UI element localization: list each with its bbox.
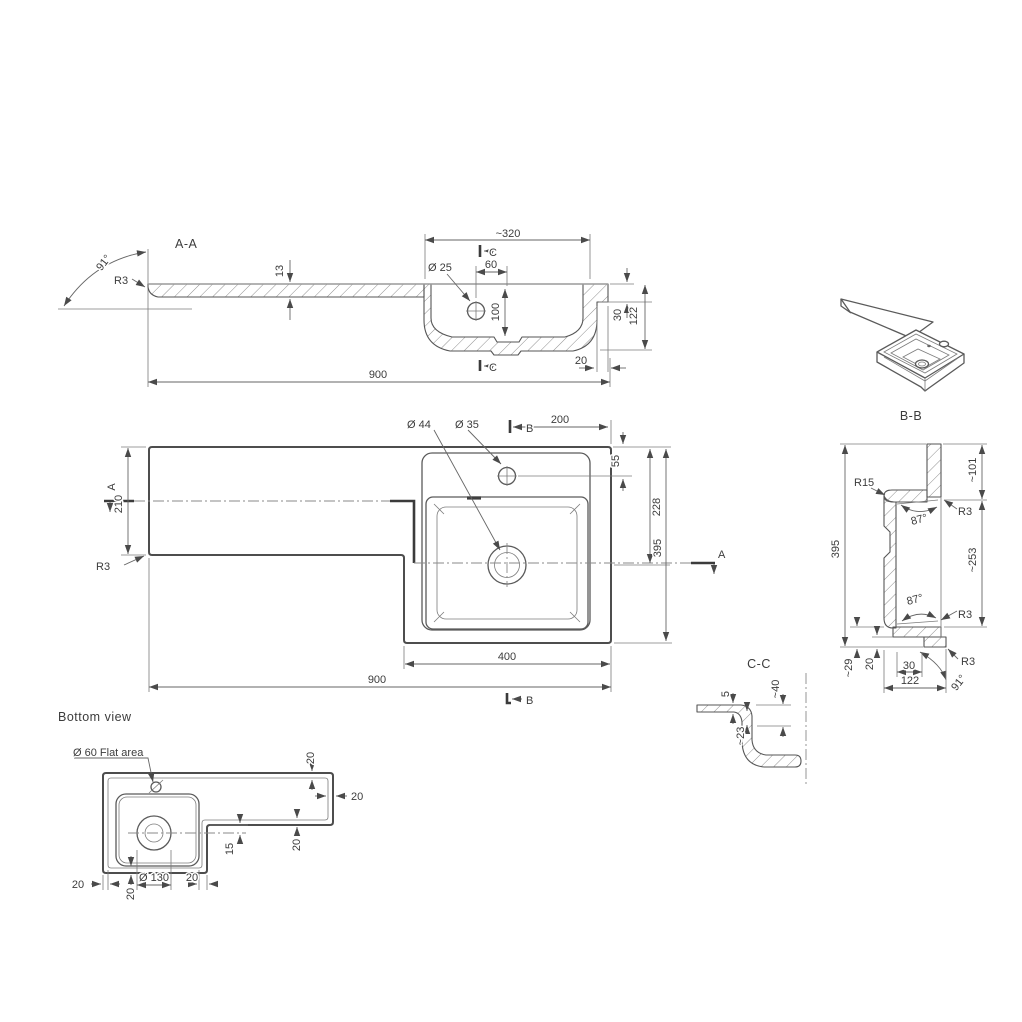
cc-dim-5: 5 [720, 691, 732, 697]
bb-r3-mid-leader [940, 610, 958, 621]
plan-marker-b-bottom: B [526, 695, 533, 707]
bb-87-top-arc [900, 504, 938, 515]
cc-dim-23: ~23 [735, 727, 747, 746]
plan-dim-210: 210 [113, 495, 125, 513]
bb-apron-hatch [923, 636, 947, 648]
bottom-basin-boss [115, 793, 200, 867]
bottom-dim-20-left: 20 [72, 879, 84, 891]
plan-marker-a-left: A [106, 483, 118, 491]
aa-dim-320: ~320 [496, 228, 521, 240]
bb-dim-253: ~253 [967, 548, 979, 573]
bb-r15: R15 [854, 477, 874, 489]
aa-marker-c-bottom: C [489, 362, 497, 374]
plan-dim-228: 228 [651, 498, 663, 516]
plan-marker-a-right: A [718, 549, 726, 561]
plan-dim-900: 900 [368, 674, 386, 686]
bottom-dim-20-right: 20 [351, 791, 363, 803]
bb-dim-20: 20 [864, 658, 876, 670]
cc-profile-hatch [696, 704, 802, 768]
bb-rear-rim-hatch [926, 443, 942, 498]
aa-dim-100: 100 [490, 303, 502, 321]
iso-overflow-hole [927, 344, 931, 348]
aa-dim-60: 60 [485, 259, 497, 271]
bottom-view-title: Bottom view [58, 710, 132, 724]
bb-angle-87-top: 87° [910, 512, 929, 528]
bottom-dim-20-basin: 20 [186, 872, 198, 884]
plan-d44-leader [433, 429, 501, 551]
plan-marker-b-top: B [526, 423, 533, 435]
bottom-flat-leader [74, 757, 155, 783]
bb-angle-91: 91° [949, 673, 969, 694]
bottom-dim-20-below: 20 [125, 888, 137, 900]
aa-dim-d25: Ø 25 [428, 262, 452, 274]
aa-basin-hatch [423, 283, 609, 356]
cc-view-label: C-C [747, 657, 771, 671]
aa-dim-30: 30 [612, 309, 624, 321]
bb-angle-87-bottom: 87° [905, 592, 924, 608]
bb-deck-hatch [883, 489, 928, 503]
bottom-dim-20-top: 20 [305, 752, 317, 764]
aa-angle-arc [63, 250, 147, 307]
aa-dim-20: 20 [575, 355, 587, 367]
aa-angle-91: 91° [94, 253, 114, 274]
cc-dim-40: ~40 [770, 680, 782, 699]
section-cc-view: C-C 5 ~40 ~23 [696, 656, 807, 786]
bb-dim-395: 395 [830, 540, 842, 558]
aa-dim-900: 900 [369, 369, 387, 381]
plan-dim-d44: Ø 44 [407, 419, 431, 431]
aa-view-label: A-A [175, 237, 198, 251]
aa-r3: R3 [114, 275, 128, 287]
bb-wall-hatch [883, 495, 897, 629]
plan-outline [148, 446, 612, 644]
bb-dim-30: 30 [903, 660, 915, 672]
bb-r3-mid: R3 [958, 609, 972, 621]
aa-slab-hatch [147, 283, 425, 298]
bb-dim-29: ~29 [843, 659, 855, 678]
bb-dim-101: ~101 [967, 458, 979, 483]
section-bb-view: 395 R15 ~101 R3 87° ~253 87° R3 ~29 20 3… [829, 443, 987, 695]
aa-dim-13: 13 [274, 265, 286, 277]
section-aa-view: A-A 91° R3 13 ~320 C Ø 25 60 100 30 122 … [58, 227, 652, 387]
bottom-inner-offset [107, 777, 329, 869]
bb-dim-122: 122 [901, 675, 919, 687]
plan-dim-d35: Ø 35 [455, 419, 479, 431]
bb-87-bottom-arc [901, 610, 937, 622]
isometric-view: B-B [840, 298, 965, 425]
bottom-outline [102, 772, 334, 874]
iso-view-label: B-B [900, 409, 922, 423]
bb-r3-bottom: R3 [961, 656, 975, 668]
bb-r15-leader [870, 487, 886, 496]
plan-dim-395: 395 [652, 539, 664, 557]
iso-drain [914, 359, 930, 369]
plan-r3: R3 [96, 561, 110, 573]
bottom-dim-20-mid: 20 [291, 839, 303, 851]
plan-section-b-tick-bottom [505, 693, 511, 705]
plan-view: Ø 44 Ø 35 B 200 55 228 395 A 210 R3 400 … [95, 413, 728, 709]
plan-r3-leader [123, 555, 145, 566]
aa-dim-122: 122 [628, 307, 640, 325]
bottom-dim-130: Ø 130 [139, 872, 169, 884]
bb-r3-bottom-leader [947, 648, 959, 660]
plan-dim-400: 400 [498, 651, 516, 663]
iso-faucet-hole [938, 340, 950, 348]
bb-r3-top-leader [943, 499, 958, 510]
aa-d25-leader [446, 273, 471, 302]
bb-91-arc [919, 651, 947, 681]
bb-r3-top: R3 [958, 506, 972, 518]
plan-rim [421, 452, 591, 631]
aa-r3-leader [131, 278, 146, 288]
bb-floor-hatch [892, 626, 942, 638]
aa-marker-c-top: C [489, 247, 497, 259]
plan-dim-200: 200 [551, 414, 569, 426]
plan-dim-55: 55 [610, 455, 622, 467]
bottom-flat-label: Ø 60 Flat area [73, 747, 144, 759]
bottom-dim-15: 15 [224, 843, 236, 855]
bottom-view: Bottom view Ø 60 Flat area 20 20 20 15 2… [57, 709, 365, 902]
plan-d35-leader [467, 429, 502, 465]
plan-section-a-bend [390, 499, 416, 563]
